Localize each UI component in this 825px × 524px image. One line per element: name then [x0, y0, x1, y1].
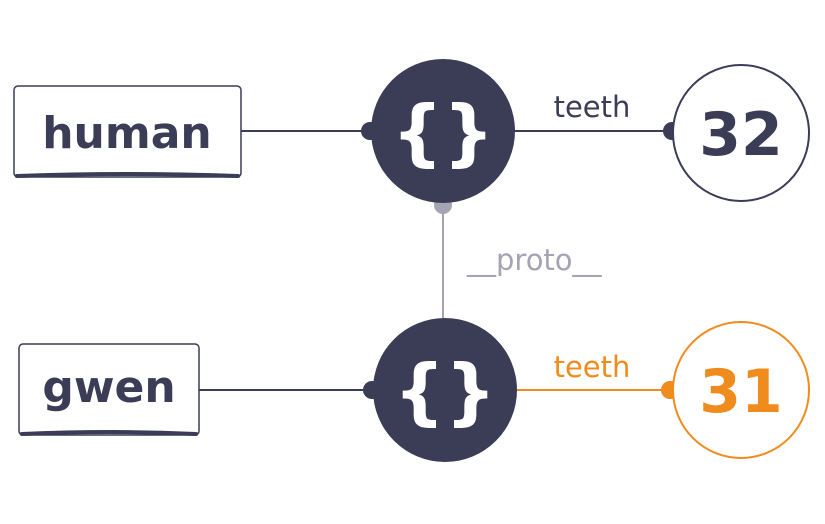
- variable-human: human: [13, 85, 242, 178]
- object-node-human: {}: [361, 59, 515, 203]
- value-label-32: 32: [699, 100, 783, 170]
- variable-label-human: human: [42, 108, 212, 159]
- proto-link-label: __proto__: [466, 243, 602, 277]
- property-label-teeth-gwen: teeth: [554, 350, 631, 384]
- variable-gwen: gwen: [18, 343, 200, 436]
- variable-label-gwen: gwen: [42, 362, 175, 413]
- value-label-31: 31: [699, 357, 783, 427]
- value-node-31: 31: [672, 321, 810, 459]
- braces-icon: {}: [392, 90, 495, 174]
- value-node-32: 32: [672, 64, 810, 202]
- braces-icon: {}: [394, 349, 497, 433]
- property-label-teeth-human: teeth: [554, 90, 631, 124]
- object-node-gwen: {}: [363, 318, 517, 462]
